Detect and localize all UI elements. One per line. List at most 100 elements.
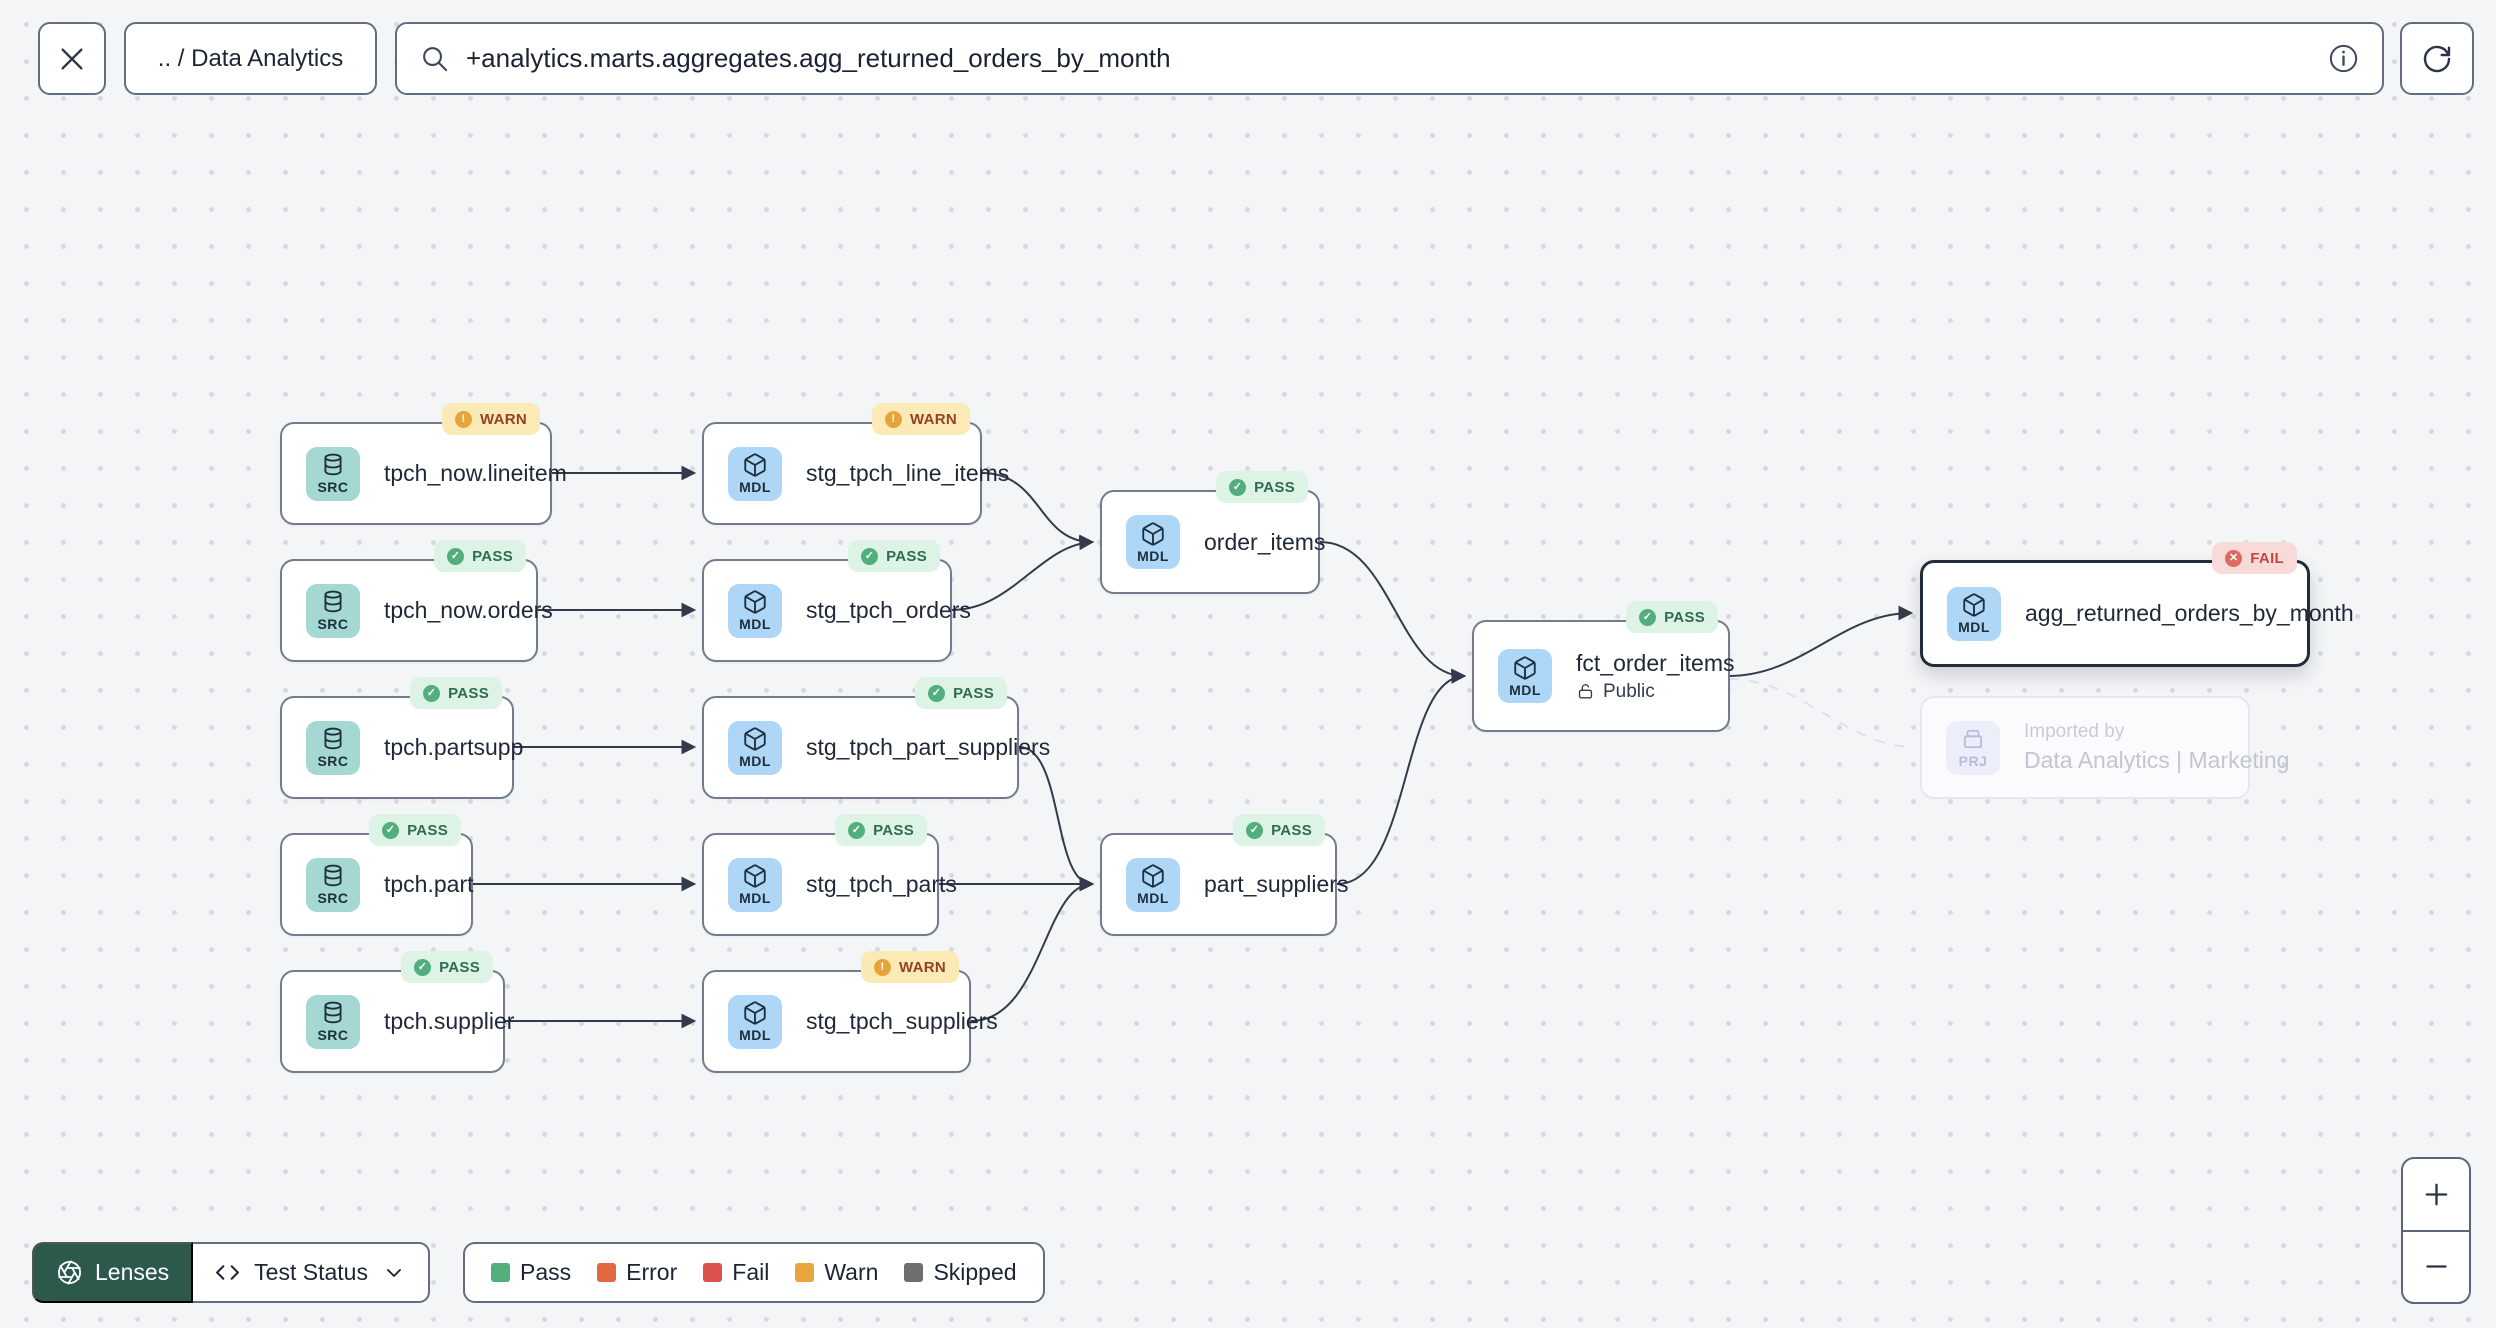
status-badge: ✓PASS: [848, 540, 940, 572]
edge: [1018, 746, 1095, 892]
pass-swatch: [491, 1263, 510, 1282]
skipped-swatch: [904, 1263, 924, 1282]
node-label: stg_tpch_orders: [806, 597, 971, 623]
node-stg_tpch_line_items[interactable]: !WARN MDL stg_tpch_line_items: [702, 403, 1009, 525]
status-badge: ✓PASS: [369, 814, 461, 846]
node-tpch-supplier[interactable]: ✓PASS SRC tpch.supplier: [280, 951, 514, 1073]
aperture-icon: [56, 1259, 83, 1286]
status-text: PASS: [472, 547, 513, 565]
status-badge: ✓PASS: [835, 814, 927, 846]
legend-label: Error: [626, 1259, 678, 1285]
model-chip: MDL: [1126, 515, 1180, 569]
lens-controls: Lenses Test Status: [32, 1242, 430, 1303]
database-icon: [320, 863, 346, 889]
node-tpch-part[interactable]: ✓PASS SRC tpch.part: [280, 814, 474, 936]
edge: [970, 876, 1095, 1022]
search-input[interactable]: [466, 43, 2311, 74]
node-part_suppliers[interactable]: ✓PASS MDL part_suppliers: [1100, 814, 1348, 936]
legend-item-fail: Fail: [703, 1259, 769, 1286]
lens-selector[interactable]: Test Status: [193, 1242, 430, 1303]
node-imported-by-project[interactable]: PRJ Imported by Data Analytics | Marketi…: [1920, 696, 2289, 799]
code-icon: [215, 1260, 240, 1285]
database-icon: [320, 452, 346, 478]
chip-label: SRC: [317, 753, 349, 769]
chip-label: PRJ: [1958, 753, 1988, 769]
status-badge: ✓PASS: [1626, 601, 1718, 633]
node-tpch_now-orders[interactable]: ✓PASS SRC tpch_now.orders: [280, 540, 553, 662]
minus-icon: [2421, 1251, 2452, 1282]
node-tpch-partsupp[interactable]: ✓PASS SRC tpch.partsupp: [280, 677, 523, 799]
status-badge: ✓PASS: [434, 540, 526, 572]
chip-label: MDL: [1509, 681, 1541, 698]
cube-icon: [742, 726, 768, 752]
test-status-legend: Pass Error Fail Warn Skipped: [463, 1242, 1045, 1303]
check-icon: ✓: [848, 821, 866, 839]
node-stg_tpch_suppliers[interactable]: !WARN MDL stg_tpch_suppliers: [702, 951, 998, 1073]
node-stg_tpch_parts[interactable]: ✓PASS MDL stg_tpch_parts: [702, 814, 957, 936]
status-text: PASS: [448, 684, 489, 702]
status-badge: !WARN: [441, 403, 540, 435]
project-icon: [1960, 726, 1986, 752]
cube-icon: [742, 863, 768, 889]
edge-dashed: [1728, 678, 1915, 748]
lock-open-icon: [1576, 682, 1595, 701]
node-order_items[interactable]: ✓PASS MDL order_items: [1100, 471, 1325, 594]
chip-label: SRC: [317, 890, 349, 906]
legend-label: Skipped: [933, 1259, 1017, 1285]
status-text: PASS: [1271, 821, 1312, 839]
zoom-in-button[interactable]: [2403, 1159, 2469, 1230]
status-badge: ✓ PASS: [1233, 814, 1325, 846]
edge: [981, 472, 1095, 550]
model-chip: MDL: [1947, 586, 2001, 641]
divider: [2403, 1229, 2469, 1232]
node-label: tpch.partsupp: [384, 734, 524, 760]
access-label: Public: [1603, 680, 1655, 702]
project-chip: PRJ: [1946, 720, 2000, 775]
chip-label: SRC: [317, 1027, 349, 1043]
node-label: fct_order_items: [1576, 649, 1735, 676]
fail-swatch: [703, 1263, 723, 1282]
legend-label: Warn: [824, 1259, 879, 1285]
lenses-label: Lenses: [95, 1259, 170, 1285]
status-text: FAIL: [2250, 549, 2284, 567]
cube-icon: [742, 1000, 768, 1026]
close-button[interactable]: [38, 22, 106, 95]
search-bar[interactable]: [395, 22, 2384, 95]
status-badge: ✓PASS: [1216, 471, 1308, 503]
warn-icon: !: [454, 410, 472, 428]
zoom-out-button[interactable]: [2403, 1232, 2469, 1303]
legend-label: Fail: [732, 1259, 770, 1285]
warn-icon: !: [884, 410, 902, 428]
legend-item-pass: Pass: [491, 1259, 571, 1286]
legend-label: Pass: [520, 1259, 572, 1285]
model-chip: MDL: [728, 857, 782, 912]
legend-item-warn: Warn: [795, 1259, 878, 1286]
database-icon: [320, 726, 346, 752]
status-badge: !WARN: [860, 951, 959, 983]
chevron-down-icon: [382, 1261, 406, 1285]
breadcrumb-label: .. / Data Analytics: [157, 44, 344, 72]
status-text: PASS: [953, 684, 994, 702]
cube-icon: [1512, 655, 1538, 681]
imported-by-title: Imported by: [2024, 721, 2125, 742]
breadcrumb[interactable]: .. / Data Analytics: [124, 22, 377, 95]
cube-icon: [742, 452, 768, 478]
cube-icon: [1140, 521, 1166, 547]
node-fct_order_items[interactable]: ✓PASS MDL fct_order_items Public: [1472, 601, 1735, 732]
chip-label: MDL: [1137, 890, 1169, 906]
source-chip: SRC: [306, 583, 360, 638]
node-stg_tpch_part_suppliers[interactable]: ✓PASS MDL stg_tpch_part_suppliers: [702, 677, 1050, 799]
zoom-controls: [2401, 1157, 2471, 1304]
database-icon: [320, 589, 346, 615]
node-tpch_now-lineitem[interactable]: !WARN SRC tpch_now.lineitem: [280, 403, 567, 525]
node-label: tpch.part: [384, 871, 474, 897]
refresh-button[interactable]: [2400, 22, 2474, 95]
lenses-button[interactable]: Lenses: [32, 1242, 194, 1303]
node-stg_tpch_orders[interactable]: ✓PASS MDL stg_tpch_orders: [702, 540, 971, 662]
node-label: order_items: [1204, 528, 1326, 555]
node-agg_returned_orders_by_month[interactable]: ✕FAIL MDL agg_returned_orders_by_month: [1920, 542, 2354, 667]
status-text: PASS: [886, 547, 927, 565]
check-icon: ✓: [1246, 821, 1264, 839]
node-label: agg_returned_orders_by_month: [2025, 600, 2354, 626]
